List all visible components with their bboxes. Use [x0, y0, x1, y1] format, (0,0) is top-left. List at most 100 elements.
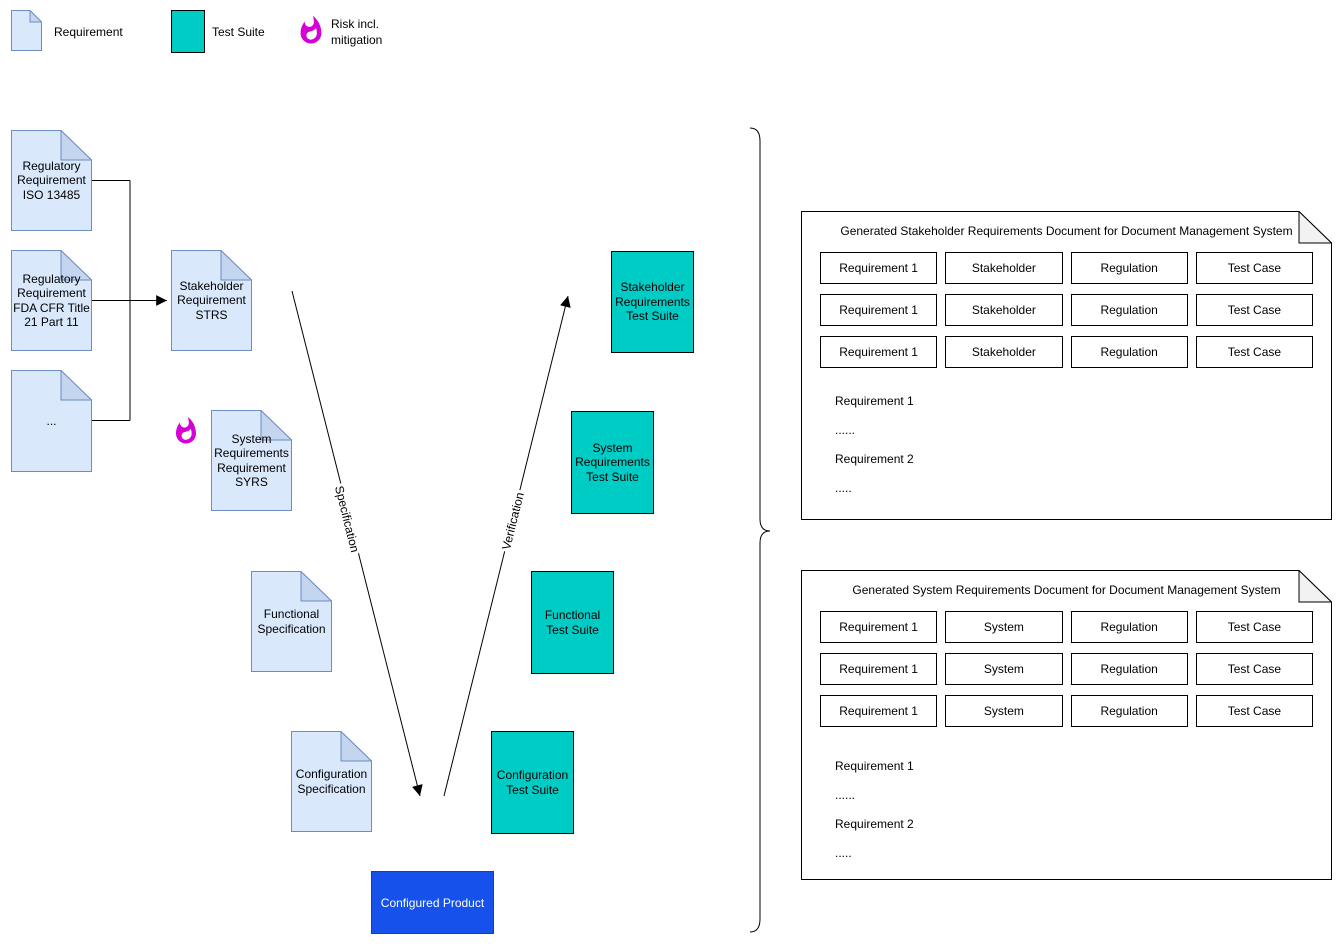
document-shape [11, 370, 92, 472]
node-stakeholder-requirements-test-suite[interactable]: Stakeholder Requirements Test Suite [611, 251, 694, 353]
body-line: ...... [835, 787, 856, 802]
body-line: Requirement 2 [835, 816, 914, 831]
node-system-requirements-test-suite[interactable]: System Requirements Test Suite [571, 411, 654, 514]
body-line: ...... [835, 422, 856, 437]
table-row: Requirement 1 Stakeholder Regulation Tes… [820, 294, 1313, 326]
table-row: Requirement 1 Stakeholder Regulation Tes… [820, 336, 1313, 368]
node-regulatory-requirement-fda[interactable]: Regulatory Requirement FDA CFR Title 21 … [11, 250, 92, 351]
cell-requirement[interactable]: Requirement 1 [820, 294, 938, 326]
node-regulatory-requirement-iso13485[interactable]: Regulatory Requirement ISO 13485 [11, 130, 92, 231]
node-label: Regulatory Requirement FDA CFR Title 21 … [13, 272, 90, 329]
cell-system[interactable]: System [945, 611, 1063, 643]
body-line: Requirement 2 [835, 451, 914, 466]
requirement-body: Requirement 1 ...... Requirement 2 ..... [835, 751, 1332, 867]
traceability-rows: Requirement 1 System Regulation Test Cas… [820, 611, 1313, 727]
cell-stakeholder[interactable]: Stakeholder [945, 252, 1063, 284]
folded-corner [1298, 570, 1332, 603]
node-system-requirements-syrs[interactable]: System Requirements Requirement SYRS [211, 410, 292, 511]
body-line: Requirement 1 [835, 393, 914, 408]
node-label: Configuration Test Suite [496, 767, 569, 797]
node-label: System Requirements Requirement SYRS [214, 432, 289, 489]
cell-test-case[interactable]: Test Case [1195, 611, 1313, 643]
table-row: Requirement 1 Stakeholder Regulation Tes… [820, 252, 1313, 284]
folded-corner [1298, 211, 1332, 244]
document-shape [11, 130, 92, 231]
cell-regulation[interactable]: Regulation [1070, 336, 1188, 368]
legend-test-suite-label: Test Suite [212, 25, 265, 39]
legend-risk-label: Risk incl. mitigation [331, 16, 382, 48]
node-label: Configuration Specification [295, 767, 368, 796]
cell-system[interactable]: System [945, 653, 1063, 685]
table-row: Requirement 1 System Regulation Test Cas… [820, 695, 1313, 727]
document-shape [801, 570, 1332, 880]
node-configuration-specification[interactable]: Configuration Specification [291, 731, 372, 832]
cell-system[interactable]: System [945, 695, 1063, 727]
document-shape [251, 571, 332, 672]
table-row: Requirement 1 System Regulation Test Cas… [820, 653, 1313, 685]
node-regulatory-requirement-other[interactable]: ... [11, 370, 92, 472]
cell-regulation[interactable]: Regulation [1070, 653, 1188, 685]
document-shape [801, 211, 1332, 520]
cell-regulation[interactable]: Regulation [1070, 695, 1188, 727]
document-icon [11, 10, 42, 51]
curly-brace [749, 127, 771, 933]
table-row: Requirement 1 System Regulation Test Cas… [820, 611, 1313, 643]
legend-risk-label-line1: Risk incl. [331, 17, 380, 31]
document-shape [211, 410, 292, 511]
legend-requirement-swatch[interactable] [11, 10, 42, 51]
cell-test-case[interactable]: Test Case [1195, 336, 1313, 368]
node-label: Configured Product [380, 895, 485, 910]
node-label: Stakeholder Requirements Test Suite [615, 280, 690, 324]
document-shape [171, 250, 252, 351]
cell-requirement[interactable]: Requirement 1 [820, 611, 938, 643]
verification-edge-label: Verification [498, 488, 528, 554]
folded-corner [60, 250, 92, 281]
folded-corner [60, 130, 92, 161]
generated-system-requirements-document[interactable]: Generated System Requirements Document f… [801, 570, 1332, 880]
body-line: ..... [835, 845, 852, 860]
specification-edge-label: Specification [331, 482, 363, 556]
folded-corner [340, 731, 372, 762]
cell-test-case[interactable]: Test Case [1195, 695, 1313, 727]
cell-test-case[interactable]: Test Case [1195, 252, 1313, 284]
legend-risk-label-line2: mitigation [331, 33, 383, 47]
node-label: System Requirements Test Suite [575, 440, 650, 484]
risk-flame-icon[interactable] [173, 416, 199, 446]
node-label: Functional Test Suite [544, 607, 601, 637]
cell-regulation[interactable]: Regulation [1070, 252, 1188, 284]
body-line: ..... [835, 480, 852, 495]
generated-stakeholder-requirements-document[interactable]: Generated Stakeholder Requirements Docum… [801, 211, 1332, 520]
requirement-body: Requirement 1 ...... Requirement 2 ..... [835, 386, 1332, 502]
risk-flame-icon[interactable] [298, 14, 324, 47]
document-shape [11, 250, 92, 351]
node-functional-specification[interactable]: Functional Specification [251, 571, 332, 672]
body-line: Requirement 1 [835, 758, 914, 773]
legend-test-suite-swatch[interactable] [171, 10, 205, 53]
node-label: Regulatory Requirement ISO 13485 [17, 159, 86, 202]
node-configuration-test-suite[interactable]: Configuration Test Suite [491, 731, 574, 834]
cell-requirement[interactable]: Requirement 1 [820, 653, 938, 685]
folded-corner [260, 410, 292, 441]
cell-requirement[interactable]: Requirement 1 [820, 252, 938, 284]
folded-corner [220, 250, 252, 281]
cell-requirement[interactable]: Requirement 1 [820, 695, 938, 727]
cell-stakeholder[interactable]: Stakeholder [945, 294, 1063, 326]
node-label: ... [46, 413, 57, 428]
node-functional-test-suite[interactable]: Functional Test Suite [531, 571, 614, 674]
node-label: Stakeholder Requirement STRS [177, 279, 246, 322]
folded-corner [29, 10, 42, 23]
document-shape [291, 731, 372, 832]
cell-regulation[interactable]: Regulation [1070, 611, 1188, 643]
cell-requirement[interactable]: Requirement 1 [820, 336, 938, 368]
cell-regulation[interactable]: Regulation [1070, 294, 1188, 326]
folded-corner [60, 370, 92, 401]
node-stakeholder-requirement-strs[interactable]: Stakeholder Requirement STRS [171, 250, 252, 351]
generated-doc-title: Generated System Requirements Document f… [852, 583, 1281, 597]
cell-stakeholder[interactable]: Stakeholder [945, 336, 1063, 368]
cell-test-case[interactable]: Test Case [1195, 653, 1313, 685]
node-label: Functional Specification [257, 607, 326, 636]
node-configured-product[interactable]: Configured Product [371, 871, 494, 934]
cell-test-case[interactable]: Test Case [1195, 294, 1313, 326]
legend-requirement-label: Requirement [54, 25, 123, 39]
